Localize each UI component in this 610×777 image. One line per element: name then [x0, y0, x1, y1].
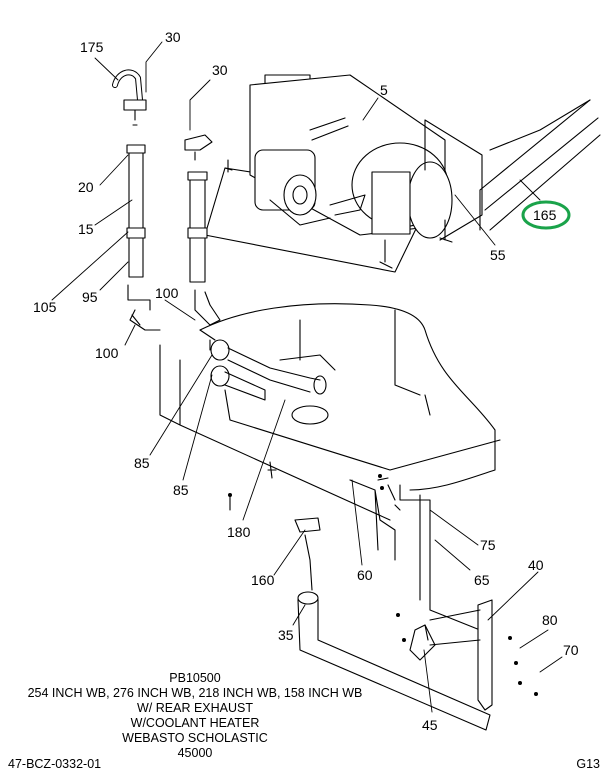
callout-165: 165: [533, 207, 557, 223]
callout-95: 95: [82, 289, 98, 305]
callout-15: 15: [78, 221, 94, 237]
callout-100-a: 100: [155, 285, 179, 301]
coolant-pipe: [184, 134, 221, 326]
bracket-assembly: [349, 477, 481, 631]
callout-40: 40: [528, 557, 544, 573]
caption-line-6: 45000: [177, 746, 213, 760]
callout-85-b: 85: [173, 482, 189, 498]
callout-35: 35: [278, 627, 294, 643]
heater-unit: [204, 74, 483, 273]
callout-75: 75: [480, 537, 496, 553]
caption-line-1: PB10500: [169, 671, 221, 685]
callout-55: 55: [490, 247, 506, 263]
callout-65: 65: [474, 572, 490, 588]
footer-part-number: 47-BCZ-0332-01: [8, 757, 102, 771]
callout-70: 70: [563, 642, 579, 658]
callout-180: 180: [227, 524, 251, 540]
leader-lines: [51, 41, 563, 713]
callout-100-b: 100: [95, 345, 119, 361]
fasteners: [228, 474, 538, 696]
tank-outline: [159, 303, 501, 521]
side-bracket: [429, 599, 493, 711]
strap: [409, 624, 436, 661]
footer-page-code: G13: [576, 757, 600, 771]
hoses: [199, 329, 327, 479]
callout-30-b: 30: [212, 62, 228, 78]
mounting-rail: [479, 99, 601, 231]
callout-30-a: 30: [165, 29, 181, 45]
callout-85-a: 85: [134, 455, 150, 471]
caption-line-2: 254 INCH WB, 276 INCH WB, 218 INCH WB, 1…: [27, 686, 363, 700]
callout-80: 80: [542, 612, 558, 628]
exhaust-pipe: [112, 69, 161, 331]
callout-5: 5: [380, 82, 388, 98]
callout-20: 20: [78, 179, 94, 195]
lower-pipe: [297, 591, 491, 731]
callout-160: 160: [251, 572, 275, 588]
caption-line-5: WEBASTO SCHOLASTIC: [122, 731, 268, 745]
callout-175: 175: [80, 39, 104, 55]
caption-line-4: W/COOLANT HEATER: [130, 716, 260, 730]
callout-60: 60: [357, 567, 373, 583]
callout-105: 105: [33, 299, 57, 315]
caption-line-3: W/ REAR EXHAUST: [137, 701, 253, 715]
highlight-165: [521, 200, 571, 230]
clamp: [294, 517, 321, 591]
callout-45: 45: [422, 717, 438, 733]
